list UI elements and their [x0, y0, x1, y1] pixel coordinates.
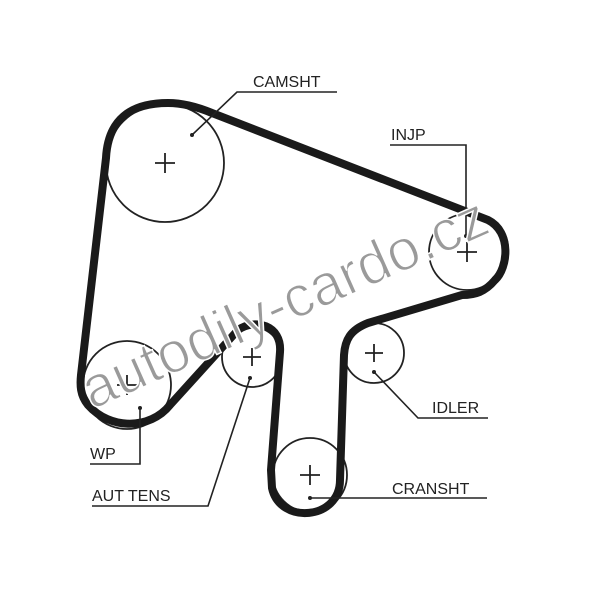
timing-belt [76, 99, 510, 517]
center-marks [117, 153, 477, 485]
label-water-pump: WP [90, 446, 116, 463]
label-crankshaft: CRANSHT [392, 481, 470, 498]
label-idler: IDLER [432, 400, 479, 417]
label-injection-pump: INJP [391, 127, 426, 144]
label-auto-tensioner: AUT TENS [92, 488, 171, 505]
label-camshaft: CAMSHT [253, 74, 321, 91]
leader-lines [90, 91, 488, 507]
